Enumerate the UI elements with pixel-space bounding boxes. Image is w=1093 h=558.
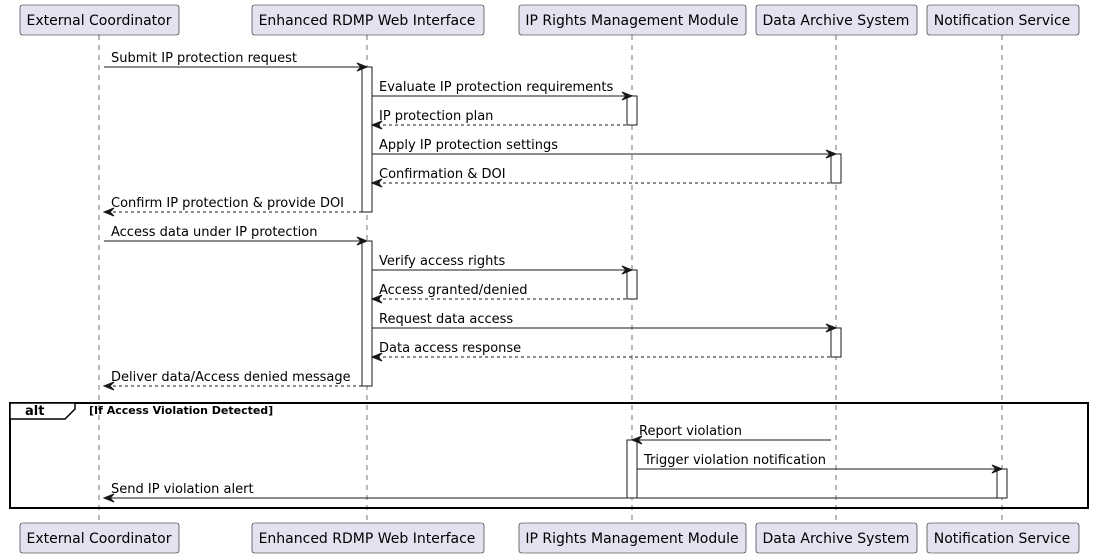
participant-ipr-top: IP Rights Management Module	[518, 4, 747, 36]
participant-label: Notification Service	[934, 531, 1071, 547]
participant-box	[19, 4, 180, 36]
activation-bar-das	[830, 327, 842, 358]
participant-das-top: Data Archive System	[755, 4, 918, 36]
activation-bar-rdmp	[361, 66, 373, 213]
message-label: Send IP violation alert	[111, 482, 254, 497]
participant-box	[926, 4, 1080, 36]
alt-fragment-tab	[9, 402, 76, 420]
message-7: Access data under IP protection	[104, 225, 369, 246]
alt-fragment: alt [If Access Violation Detected]	[9, 402, 1089, 509]
message-8: Verify access rights	[372, 254, 634, 275]
message-15: Send IP violation alert	[102, 482, 1002, 503]
activation-bar-ns	[996, 468, 1008, 499]
participant-label: External Coordinator	[27, 13, 172, 29]
arrowhead	[825, 149, 838, 159]
participant-rdmp-top: Enhanced RDMP Web Interface	[251, 4, 485, 36]
arrowhead	[825, 323, 838, 333]
message-label: IP protection plan	[379, 109, 493, 124]
participant-label: IP Rights Management Module	[525, 13, 738, 29]
message-4: Apply IP protection settings	[372, 138, 838, 159]
arrowhead	[356, 62, 369, 72]
participant-rdmp-bottom: Enhanced RDMP Web Interface	[251, 522, 485, 554]
message-13: Report violation	[630, 424, 831, 445]
message-label: Verify access rights	[379, 254, 505, 269]
arrowhead	[102, 493, 115, 503]
message-12: Deliver data/Access denied message	[102, 370, 362, 391]
message-10: Request data access	[372, 312, 838, 333]
message-label: Submit IP protection request	[111, 51, 297, 66]
message-label: Deliver data/Access denied message	[111, 370, 351, 385]
participant-box	[755, 522, 918, 554]
arrowhead	[370, 178, 383, 188]
alt-fragment-guard: [If Access Violation Detected]	[89, 404, 273, 417]
participant-das-bottom: Data Archive System	[755, 522, 918, 554]
arrowhead	[370, 352, 383, 362]
participant-ext-bottom: External Coordinator	[19, 522, 180, 554]
participant-box	[19, 522, 180, 554]
participant-label: Enhanced RDMP Web Interface	[259, 13, 476, 29]
activation-bar-ipr	[626, 439, 638, 499]
arrowhead	[621, 265, 634, 275]
participant-box	[251, 522, 485, 554]
arrowhead	[102, 207, 115, 217]
arrowhead	[102, 381, 115, 391]
activation-bar-das	[830, 153, 842, 184]
message-label: Confirmation & DOI	[379, 167, 506, 182]
alt-fragment-frame	[9, 402, 1089, 509]
arrowhead	[370, 120, 383, 130]
message-label: Evaluate IP protection requirements	[379, 80, 613, 95]
participant-box	[518, 522, 747, 554]
message-label: Report violation	[639, 424, 742, 439]
message-3: IP protection plan	[370, 109, 632, 130]
activation-bar-ipr	[626, 95, 638, 126]
message-label: Access data under IP protection	[111, 225, 317, 240]
message-2: Evaluate IP protection requirements	[372, 80, 634, 101]
arrowhead	[991, 464, 1004, 474]
participant-label: IP Rights Management Module	[525, 531, 738, 547]
participant-label: External Coordinator	[27, 531, 172, 547]
message-9: Access granted/denied	[370, 283, 632, 304]
message-label: Access granted/denied	[379, 283, 528, 298]
participant-label: Notification Service	[934, 13, 1071, 29]
arrowhead	[370, 294, 383, 304]
message-label: Request data access	[379, 312, 513, 327]
message-label: Trigger violation notification	[643, 453, 826, 468]
arrowhead	[630, 435, 643, 445]
participant-box	[926, 522, 1080, 554]
message-14: Trigger violation notification	[637, 453, 1004, 474]
participant-ext-top: External Coordinator	[19, 4, 180, 36]
activation-bar-rdmp	[361, 240, 373, 387]
message-6: Confirm IP protection & provide DOI	[102, 196, 362, 217]
participant-ns-bottom: Notification Service	[926, 522, 1080, 554]
participant-label: Data Archive System	[763, 13, 910, 29]
message-label: Data access response	[379, 341, 521, 356]
message-1: Submit IP protection request	[104, 51, 369, 72]
participant-label: Enhanced RDMP Web Interface	[259, 531, 476, 547]
message-label: Confirm IP protection & provide DOI	[111, 196, 344, 211]
arrowhead	[356, 236, 369, 246]
participant-box	[755, 4, 918, 36]
participant-ipr-bottom: IP Rights Management Module	[518, 522, 747, 554]
participant-box	[518, 4, 747, 36]
message-label: Apply IP protection settings	[379, 138, 558, 153]
participant-label: Data Archive System	[763, 531, 910, 547]
message-5: Confirmation & DOI	[370, 167, 836, 188]
alt-fragment-operator: alt	[25, 404, 44, 419]
activation-bar-ipr	[626, 269, 638, 300]
arrowhead	[621, 91, 634, 101]
message-11: Data access response	[370, 341, 836, 362]
participant-ns-top: Notification Service	[926, 4, 1080, 36]
participant-box	[251, 4, 485, 36]
